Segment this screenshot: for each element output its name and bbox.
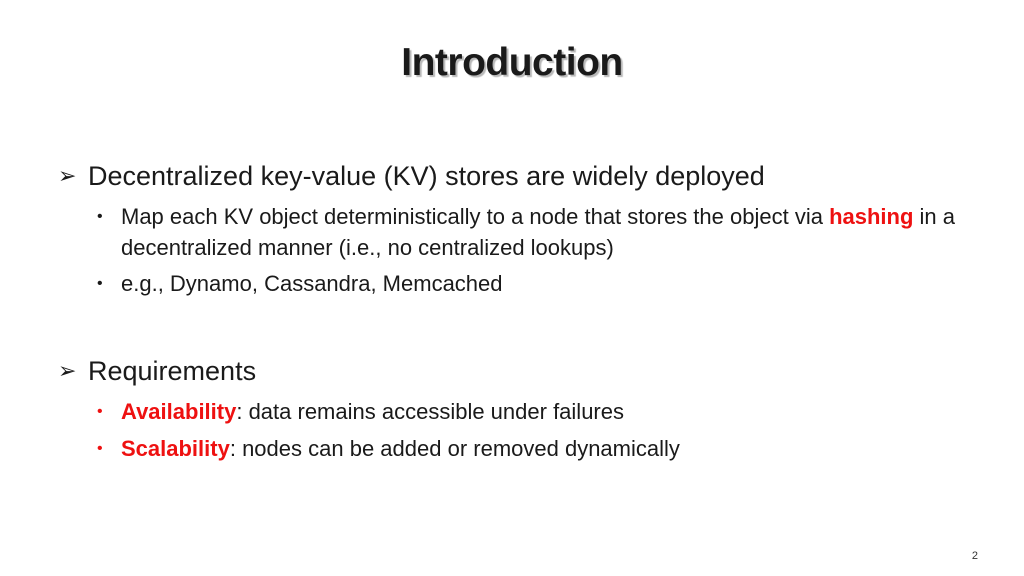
bullet-map-kv-object: • Map each KV object deterministically t… <box>97 201 961 263</box>
dot-bullet-icon: • <box>97 208 103 225</box>
bullet-text: Scalability: nodes can be added or remov… <box>121 433 961 464</box>
dot-bullet-icon: • <box>97 275 103 292</box>
bullet-scalability: • Scalability: nodes can be added or rem… <box>97 433 961 464</box>
bullet-text: Availability: data remains accessible un… <box>121 396 961 427</box>
page-number: 2 <box>971 550 978 562</box>
arrow-bullet-icon: ➢ <box>58 358 77 383</box>
highlight-availability: Availability <box>121 399 237 424</box>
bullet-text-before: Map each KV object deterministically to … <box>121 204 830 229</box>
highlight-hashing: hashing <box>829 204 914 229</box>
bullet-text-after: : nodes can be added or removed dynamica… <box>229 436 680 461</box>
slide-title: Introduction <box>401 41 623 84</box>
bullet-text: Map each KV object deterministically to … <box>121 201 961 263</box>
bullet-text: e.g., Dynamo, Cassandra, Memcached <box>121 271 503 296</box>
section-heading-kv-stores: ➢ Decentralized key-value (KV) stores are… <box>58 160 765 192</box>
section-heading-text: Requirements <box>88 356 257 386</box>
dot-bullet-icon: • <box>97 403 103 420</box>
bullet-examples: • e.g., Dynamo, Cassandra, Memcached <box>97 268 961 299</box>
bullet-text-after: in a decentralized manner (i.e., no cent… <box>121 204 955 260</box>
bullet-text-after: : data remains accessible under failures <box>236 399 624 424</box>
dot-bullet-icon: • <box>97 440 103 457</box>
section-heading-text: Decentralized key-value (KV) stores are … <box>88 161 765 191</box>
highlight-scalability: Scalability <box>121 436 230 461</box>
bullet-availability: • Availability: data remains accessible … <box>97 396 961 427</box>
arrow-bullet-icon: ➢ <box>58 163 77 188</box>
section-heading-requirements: ➢ Requirements <box>58 355 256 387</box>
